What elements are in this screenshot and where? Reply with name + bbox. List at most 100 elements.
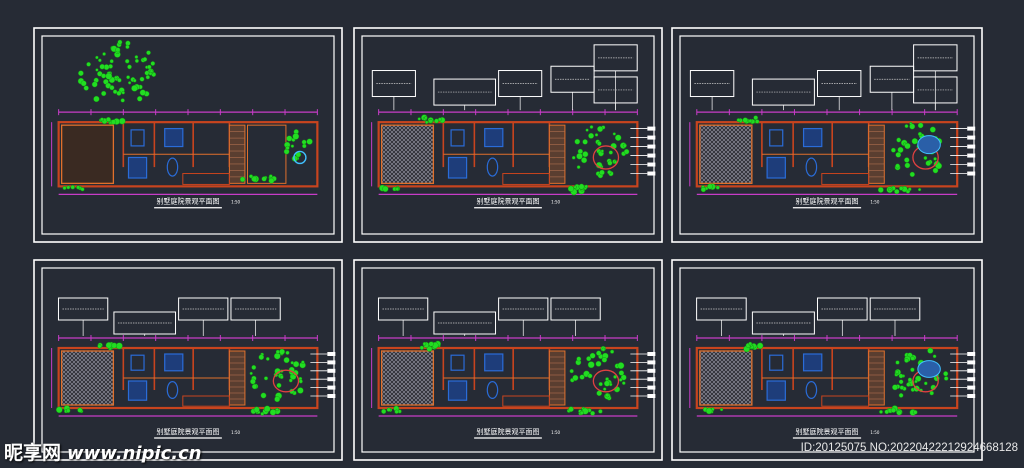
plant-symbol bbox=[618, 378, 623, 382]
plant-symbol bbox=[572, 374, 579, 381]
hatched-room bbox=[60, 124, 115, 185]
plant-symbol bbox=[62, 186, 67, 190]
plant-symbol bbox=[576, 152, 583, 160]
bed-symbol bbox=[447, 380, 468, 401]
plant-symbol bbox=[892, 384, 898, 391]
plant-symbol bbox=[742, 117, 748, 123]
plant-symbol bbox=[95, 55, 99, 60]
sheet-outer-frame bbox=[353, 259, 663, 461]
garden-path bbox=[592, 145, 620, 170]
plant-symbol bbox=[597, 141, 602, 146]
plant-symbol bbox=[268, 174, 273, 179]
leader-tag bbox=[647, 394, 656, 398]
plant-symbol bbox=[109, 85, 115, 91]
plant-symbol bbox=[894, 189, 900, 195]
plant-symbol bbox=[77, 407, 83, 413]
paving-strip bbox=[502, 173, 550, 185]
plant-symbol bbox=[131, 85, 138, 92]
plant-symbol bbox=[251, 175, 258, 182]
table-symbol bbox=[486, 157, 499, 177]
building-wall bbox=[377, 346, 639, 410]
leader-tag bbox=[967, 171, 976, 176]
plant-symbol bbox=[276, 382, 282, 388]
plant-symbol bbox=[142, 57, 148, 62]
sheet-title: 别墅庭院景观平面图 bbox=[477, 196, 540, 205]
leader-tag bbox=[967, 360, 976, 365]
plant-symbol bbox=[917, 122, 924, 129]
plant-symbol bbox=[576, 356, 582, 362]
plant-symbol bbox=[386, 407, 391, 412]
leader-tag bbox=[327, 368, 336, 373]
sheet-5: 别墅庭院景观平面图 1:50 bbox=[353, 259, 663, 461]
building-wall bbox=[57, 346, 319, 410]
plant-symbol bbox=[599, 169, 605, 176]
leader-tag bbox=[647, 385, 656, 390]
plant-symbol bbox=[250, 378, 256, 385]
plant-symbol bbox=[567, 185, 575, 192]
plant-symbol bbox=[748, 119, 753, 123]
leader-tag bbox=[327, 377, 336, 382]
plant-symbol bbox=[571, 155, 576, 160]
plant-symbol bbox=[150, 61, 156, 66]
plant-symbol bbox=[146, 50, 151, 56]
plant-symbol bbox=[609, 382, 613, 387]
sheet-scale: 1:50 bbox=[551, 430, 560, 435]
plant-symbol bbox=[603, 387, 607, 391]
sheet-title: 别墅庭院景观平面图 bbox=[157, 427, 220, 436]
plant-symbol bbox=[569, 369, 574, 374]
plant-symbol bbox=[622, 381, 626, 385]
plant-symbol bbox=[581, 157, 588, 164]
bed-symbol bbox=[127, 380, 148, 401]
hatched-room bbox=[699, 124, 753, 185]
sheet-scale: 1:50 bbox=[870, 430, 879, 435]
plant-symbol bbox=[577, 148, 583, 155]
plant-symbol bbox=[101, 90, 107, 97]
plant-symbol bbox=[437, 117, 442, 122]
plant-symbol bbox=[83, 85, 89, 91]
plant-symbol bbox=[105, 116, 111, 122]
leader-tag bbox=[647, 126, 656, 131]
plant-symbol bbox=[105, 72, 113, 80]
paving-strip bbox=[182, 173, 230, 185]
plant-symbol bbox=[112, 89, 118, 94]
plant-symbol bbox=[268, 177, 275, 184]
leader-tag bbox=[647, 144, 656, 149]
plant-symbol bbox=[274, 396, 281, 403]
plant-symbol bbox=[612, 132, 616, 136]
plant-symbol bbox=[613, 374, 617, 379]
plant-symbol bbox=[748, 341, 753, 346]
plant-symbol bbox=[417, 117, 421, 121]
sofa-symbol bbox=[802, 353, 823, 372]
furniture bbox=[130, 354, 145, 371]
sheet-title: 别墅庭院景观平面图 bbox=[477, 427, 540, 436]
plant-symbol bbox=[589, 125, 594, 129]
plant-symbol bbox=[126, 75, 131, 80]
plant-symbol bbox=[898, 379, 904, 385]
plant-symbol bbox=[115, 47, 121, 53]
sheet-outer-frame bbox=[671, 259, 983, 461]
plant-symbol bbox=[285, 145, 290, 150]
plant-symbol bbox=[904, 124, 909, 129]
plant-symbol bbox=[283, 357, 290, 364]
sheet-outer-frame bbox=[353, 27, 663, 243]
leader-tag bbox=[647, 153, 656, 158]
plant-symbol bbox=[288, 378, 293, 383]
sheet-scale: 1:50 bbox=[231, 199, 240, 204]
plant-symbol bbox=[428, 118, 433, 124]
plant-symbol bbox=[102, 52, 106, 56]
leader-tag bbox=[967, 385, 976, 390]
plant-symbol bbox=[306, 138, 313, 145]
pond-symbol bbox=[293, 150, 307, 165]
plant-symbol bbox=[91, 81, 98, 88]
leader-tag bbox=[327, 394, 336, 398]
plant-symbol bbox=[275, 349, 280, 354]
plant-symbol bbox=[610, 349, 615, 354]
plant-symbol bbox=[582, 151, 589, 158]
plant-symbol bbox=[907, 377, 912, 382]
sheet-inner-frame bbox=[41, 35, 335, 235]
plant-symbol bbox=[578, 183, 585, 190]
plant-symbol bbox=[273, 352, 281, 360]
building-wall bbox=[57, 121, 319, 188]
plant-symbol bbox=[890, 407, 897, 413]
